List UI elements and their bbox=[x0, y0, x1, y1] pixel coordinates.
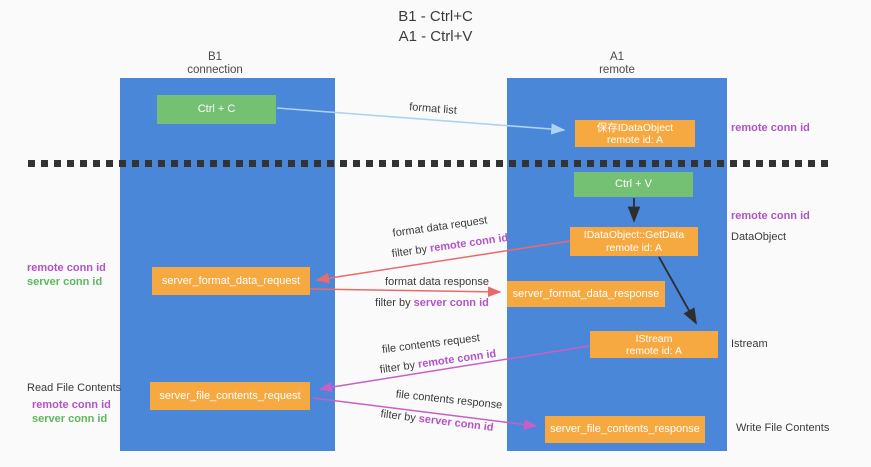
annotation-istream: Istream bbox=[731, 338, 768, 350]
save-idataobject-line1: 保存IDataObject bbox=[596, 121, 674, 134]
annotation-server-conn-id: server conn id bbox=[27, 276, 103, 288]
istream-line2: remote id: A bbox=[625, 344, 683, 357]
ctrl-v-box: Ctrl + V bbox=[574, 172, 693, 197]
filter-key-server-conn-id: server conn id bbox=[413, 297, 489, 309]
format-data-response-label: format data response bbox=[385, 276, 489, 288]
title-line-1: B1 - Ctrl+C bbox=[398, 8, 473, 25]
filter-prefix: filter by bbox=[375, 297, 414, 309]
filter-prefix: filter by bbox=[379, 408, 420, 425]
lane-header-a1: A1 remote bbox=[542, 51, 692, 77]
annotation-read-file-contents: Read File Contents bbox=[27, 382, 122, 394]
server-file-contents-response-box: server_file_contents_response bbox=[545, 416, 705, 443]
title-line-2: A1 - Ctrl+V bbox=[398, 28, 473, 45]
filter-prefix: filter by bbox=[391, 242, 431, 261]
lane-a1-name: A1 bbox=[609, 51, 625, 63]
diagram-title: B1 - Ctrl+C A1 - Ctrl+V bbox=[0, 7, 871, 47]
annotation-remote-conn-id: remote conn id bbox=[731, 122, 810, 134]
format-data-response-filter-label: filter by server conn id bbox=[375, 297, 489, 309]
annotation-remote-conn-id: remote conn id bbox=[32, 399, 111, 411]
file-contents-response-filter-label: filter by server conn id bbox=[380, 408, 494, 434]
file-contents-response-label: file contents response bbox=[395, 388, 503, 412]
file-response-label: server_file_contents_response bbox=[550, 423, 700, 435]
format-list-label: format list bbox=[408, 101, 458, 117]
save-idataobject-line2: remote id: A bbox=[606, 133, 664, 146]
istream-line1: IStream bbox=[635, 332, 673, 345]
server-file-contents-request-box: server_file_contents_request bbox=[150, 382, 310, 410]
idataobject-getdata-box: IDataObject::GetData remote id: A bbox=[570, 227, 698, 256]
ctrl-c-label: Ctrl + C bbox=[197, 103, 236, 115]
ctrl-c-box: Ctrl + C bbox=[157, 95, 276, 124]
filter-key-remote-conn-id: remote conn id bbox=[417, 347, 497, 371]
annotation-dataobject: DataObject bbox=[731, 231, 787, 243]
filter-prefix: filter by bbox=[379, 358, 419, 377]
lane-b1-name: B1 bbox=[207, 51, 223, 63]
format-request-label: server_format_data_request bbox=[161, 274, 301, 287]
annotation-remote-conn-id: remote conn id bbox=[731, 210, 810, 222]
getdata-line2: remote id: A bbox=[605, 241, 663, 254]
lane-header-b1: B1 connection bbox=[140, 51, 290, 77]
istream-box: IStream remote id: A bbox=[590, 331, 718, 358]
lane-b1-role: connection bbox=[187, 64, 243, 76]
filter-key-remote-conn-id: remote conn id bbox=[429, 231, 509, 255]
server-format-data-request-box: server_format_data_request bbox=[152, 267, 310, 295]
format-response-label: server_format_data_response bbox=[512, 287, 660, 300]
clipboard-boundary-dashed-line bbox=[28, 160, 834, 167]
lane-a1-role: remote bbox=[599, 64, 635, 76]
annotation-write-file-contents: Write File Contents bbox=[736, 422, 830, 434]
file-request-label: server_file_contents_request bbox=[159, 389, 301, 402]
arrow-format-data-response bbox=[309, 286, 502, 298]
annotation-server-conn-id: server conn id bbox=[32, 413, 108, 425]
save-idataobject-box: 保存IDataObject remote id: A bbox=[575, 120, 695, 147]
annotation-remote-conn-id: remote conn id bbox=[27, 262, 106, 274]
ctrl-v-label: Ctrl + V bbox=[615, 178, 652, 190]
getdata-line1: IDataObject::GetData bbox=[583, 228, 685, 241]
filter-key-server-conn-id: server conn id bbox=[418, 412, 495, 434]
server-format-data-response-box: server_format_data_response bbox=[507, 281, 665, 307]
